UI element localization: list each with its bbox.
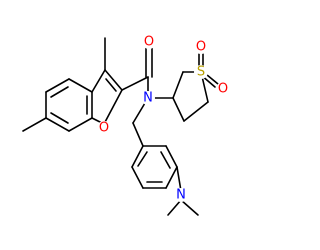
bond <box>121 76 149 91</box>
bond <box>180 199 199 216</box>
molecule-structure: O O N S O O N <box>22 35 230 216</box>
bond <box>45 78 70 93</box>
atom-label: N <box>143 91 153 106</box>
atom-label: N <box>176 188 186 203</box>
bond <box>165 145 178 168</box>
bond <box>45 117 70 132</box>
bond <box>132 122 144 147</box>
bond <box>160 151 171 169</box>
amide-nitrogen-atom: N <box>141 91 155 106</box>
sulfonyl-oxygen-atom: O <box>194 40 208 55</box>
bond <box>50 112 69 124</box>
bond <box>103 89 123 125</box>
bond <box>172 71 184 99</box>
bond <box>183 101 209 122</box>
sulfur-atom: S <box>194 65 208 80</box>
amine-nitrogen-atom: N <box>174 188 188 203</box>
atom-label: S <box>197 65 205 80</box>
atom-label: O <box>218 82 228 97</box>
bond <box>137 151 148 167</box>
bond <box>131 166 144 189</box>
atom-label: O <box>99 121 109 136</box>
bonds <box>22 37 219 216</box>
bond <box>50 86 69 98</box>
atom-labels: O O N S O O N <box>97 35 230 203</box>
bond <box>165 166 178 189</box>
atom-label: O <box>144 35 154 50</box>
bond <box>105 78 117 92</box>
bond <box>22 117 47 132</box>
furan-oxygen-atom: O <box>97 121 111 136</box>
bond <box>68 78 93 93</box>
bond <box>91 69 106 93</box>
bond <box>172 97 185 122</box>
bond <box>131 145 144 168</box>
bond <box>167 199 182 216</box>
carbonyl-oxygen-atom: O <box>142 35 156 50</box>
sulfonyl-oxygen-atom: O <box>216 82 230 97</box>
atom-label: O <box>196 40 206 55</box>
bond <box>104 69 123 91</box>
bond <box>176 166 182 192</box>
bond <box>68 117 93 132</box>
